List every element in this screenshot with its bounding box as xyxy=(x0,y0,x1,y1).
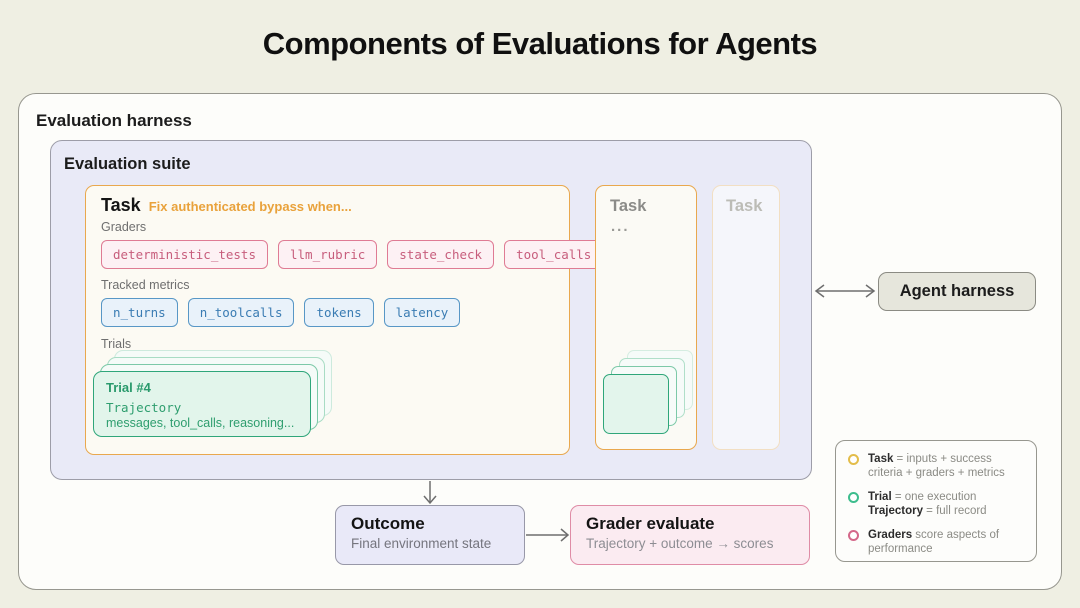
evaluation-harness-label: Evaluation harness xyxy=(36,111,192,130)
metric-chip: n_turns xyxy=(101,298,178,327)
mini-trial-stack xyxy=(603,350,695,436)
outcome-subtitle: Final environment state xyxy=(351,536,492,551)
legend-trial-term: Trial xyxy=(868,490,892,503)
task-description: Fix authenticated bypass when... xyxy=(148,199,352,214)
trial-title: Trial #4 xyxy=(106,380,151,395)
legend-trajectory-term: Trajectory xyxy=(868,505,923,518)
legend-row-task: Task = inputs + success criteria + grade… xyxy=(848,452,1024,481)
grader-chip: tool_calls xyxy=(504,240,604,269)
metric-chip: n_toolcalls xyxy=(187,298,295,327)
graders-color-dot-icon xyxy=(848,529,859,541)
task-title: Task xyxy=(610,197,647,215)
trial-detail: messages, tool_calls, reasoning... xyxy=(106,416,295,430)
legend-trial-definition: = one execution xyxy=(891,490,977,503)
down-arrow-icon xyxy=(423,481,437,505)
grader-chip: state_check xyxy=(387,240,495,269)
graders-label: Graders xyxy=(101,220,147,234)
legend-row-graders: Graders score aspects of performance xyxy=(848,528,1024,557)
task-card-second: Task ... xyxy=(595,185,697,450)
task-header: Task Fix authenticated bypass when... xyxy=(101,195,352,216)
grader-chip: deterministic_tests xyxy=(101,240,268,269)
legend-graders-text: Graders score aspects of performance xyxy=(868,528,1024,557)
metric-chip: tokens xyxy=(304,298,374,327)
legend-task-term: Task xyxy=(868,453,894,465)
task-card-third: Task xyxy=(712,185,780,450)
grader-evaluate-box: Grader evaluate Trajectory + outcome → s… xyxy=(570,505,810,565)
trials-label: Trials xyxy=(101,337,132,351)
trial-color-dot-icon xyxy=(848,491,859,503)
graders-chip-row: deterministic_tests llm_rubric state_che… xyxy=(101,240,604,269)
grader-evaluate-title: Grader evaluate xyxy=(586,514,715,533)
task-color-dot-icon xyxy=(848,454,859,465)
right-arrow-icon xyxy=(526,528,570,542)
metrics-chip-row: n_turns n_toolcalls tokens latency xyxy=(101,298,461,327)
task-card-main: Task Fix authenticated bypass when... Gr… xyxy=(85,185,604,455)
tracked-metrics-label: Tracked metrics xyxy=(101,278,190,292)
grader-chip: llm_rubric xyxy=(278,240,378,269)
task-ellipsis: ... xyxy=(611,218,630,235)
trial-trajectory-label: Trajectory xyxy=(106,400,182,415)
mini-trial-front xyxy=(603,374,669,434)
outcome-box: Outcome Final environment state xyxy=(335,505,525,565)
outcome-title: Outcome xyxy=(351,514,425,533)
legend-task-definition: = inputs + success criteria + graders + … xyxy=(868,453,1005,480)
legend-box: Task = inputs + success criteria + grade… xyxy=(835,440,1037,562)
page-title: Components of Evaluations for Agents xyxy=(262,26,818,61)
metric-chip: latency xyxy=(383,298,461,327)
legend-trajectory-definition: = full record xyxy=(922,505,987,518)
legend-task-text: Task = inputs + success criteria + grade… xyxy=(868,452,1024,481)
trial-card-front: Trial #4 Trajectory messages, tool_calls… xyxy=(93,371,311,437)
agent-harness-label: Agent harness xyxy=(899,282,1015,300)
legend-graders-term: Graders xyxy=(868,528,913,541)
bidirectional-arrow-icon xyxy=(814,284,876,298)
trial-card-stack: Trial #4 Trajectory messages, tool_calls… xyxy=(93,350,333,451)
evaluation-suite-label: Evaluation suite xyxy=(64,155,191,173)
grader-evaluate-subtitle: Trajectory + outcome → scores xyxy=(586,536,774,551)
agent-harness-box: Agent harness xyxy=(878,272,1036,311)
task-title: Task xyxy=(101,195,141,215)
task-title: Task xyxy=(726,197,763,215)
legend-graders-definition: score aspects of performance xyxy=(868,528,1000,555)
